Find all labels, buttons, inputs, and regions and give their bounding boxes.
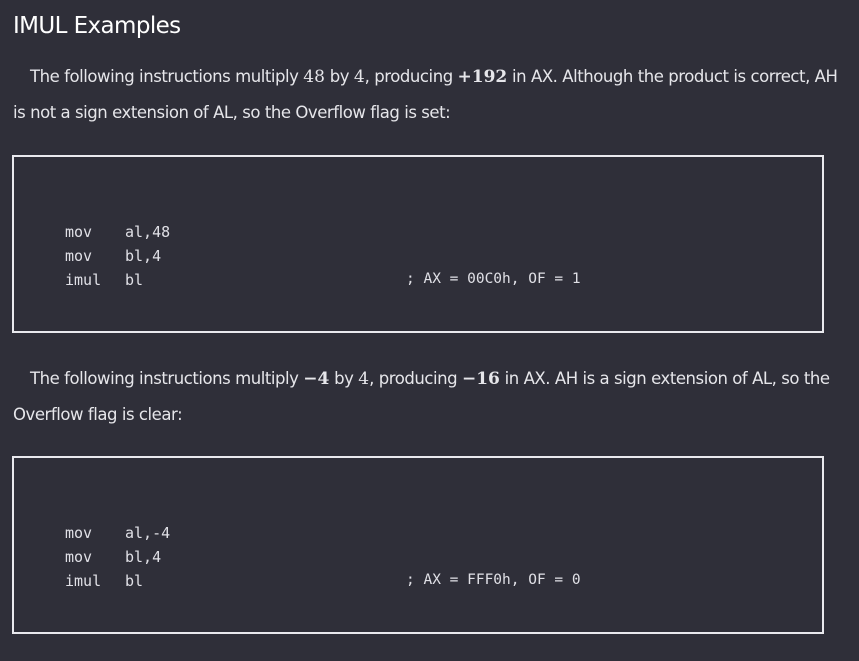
code-opcode: mov [65, 247, 93, 265]
code-opcode: mov [65, 223, 93, 241]
code-opcode: imul [65, 572, 102, 590]
math-number: −16 [461, 369, 500, 389]
code-operands: bl [125, 271, 144, 289]
paragraph-text: , producing [369, 369, 462, 388]
code-operands: bl [125, 572, 144, 590]
code-block-1: mov al,48 mov bl,4 imul bl ; AX = 00C0h,… [12, 155, 824, 333]
math-number: 4 [358, 369, 370, 389]
code-operands: bl,4 [125, 247, 162, 265]
paragraph-text: in AX. Although the product is correct, … [13, 67, 838, 122]
paragraph-overflow-clear: The following instructions multiply −4 b… [13, 361, 843, 432]
math-number: −4 [303, 369, 330, 389]
math-number: 4 [353, 67, 365, 87]
page-title: IMUL Examples [13, 13, 181, 39]
code-operands: bl,4 [125, 548, 162, 566]
code-block-2: mov al,-4 mov bl,4 imul bl ; AX = FFF0h,… [12, 456, 824, 634]
paragraph-text: The following instructions multiply [30, 369, 304, 388]
code-opcode: mov [65, 524, 93, 542]
paragraph-text: , producing [364, 67, 458, 86]
code-line: imul bl ; AX = FFF0h, OF = 0 [65, 572, 665, 596]
code-line: mov bl,4 [65, 247, 665, 271]
code-line: mov al,48 [65, 223, 665, 247]
code-operands: al,48 [125, 223, 171, 241]
code-line: imul bl ; AX = 00C0h, OF = 1 [65, 271, 665, 295]
paragraph-text: by [324, 67, 354, 86]
code-operands: al,-4 [125, 524, 171, 542]
code-comment: ; AX = FFF0h, OF = 0 [406, 572, 581, 588]
code-opcode: imul [65, 271, 102, 289]
code-comment: ; AX = 00C0h, OF = 1 [406, 271, 581, 287]
paragraph-text: The following instructions multiply [30, 67, 304, 86]
paragraph-text: in AX. AH is a sign extension of AL, so … [13, 369, 830, 424]
math-number: +192 [457, 67, 508, 87]
code-opcode: mov [65, 548, 93, 566]
code-line: mov al,-4 [65, 524, 665, 548]
paragraph-overflow-set: The following instructions multiply 48 b… [13, 59, 843, 130]
code-line: mov bl,4 [65, 548, 665, 572]
math-number: 48 [303, 67, 325, 87]
paragraph-text: by [329, 369, 359, 388]
